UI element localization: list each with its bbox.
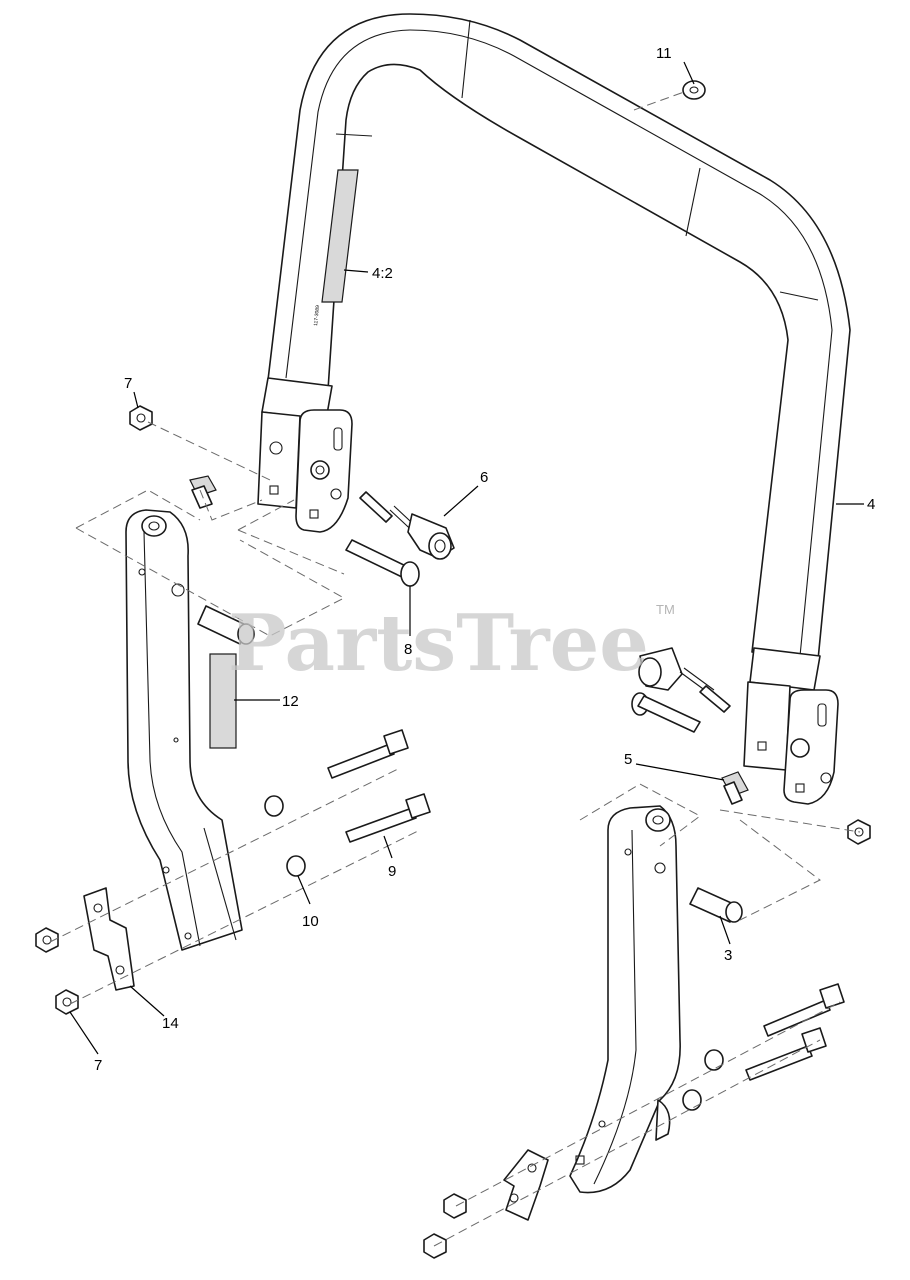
bolt-upper-right bbox=[763, 983, 845, 1037]
flange-nut-left-upper bbox=[35, 927, 59, 953]
knob-left bbox=[189, 475, 217, 509]
bushing-left bbox=[197, 605, 255, 645]
bracket-14-right bbox=[503, 1149, 549, 1221]
knob-5 bbox=[721, 771, 749, 805]
lock-pin-assembly-right bbox=[638, 647, 731, 713]
pivot-plate-right bbox=[783, 689, 839, 805]
callout-3: 3 bbox=[724, 947, 732, 964]
roll-bar-upright-right bbox=[569, 805, 681, 1194]
leader-lines bbox=[69, 61, 864, 1055]
washer-lower-right bbox=[682, 1089, 702, 1111]
washer-10 bbox=[286, 855, 306, 877]
decal-text: 117-3089 bbox=[313, 305, 321, 326]
bolt-lower-left bbox=[345, 793, 431, 843]
decal-4-2 bbox=[321, 169, 359, 303]
bolt-lower-right bbox=[745, 1027, 827, 1081]
callout-8: 8 bbox=[404, 641, 412, 658]
decal-12 bbox=[209, 653, 237, 749]
watermark-brand: PartsTree bbox=[228, 598, 649, 689]
callout-9: 9 bbox=[388, 863, 396, 880]
callout-4-2: 4:2 bbox=[372, 265, 393, 282]
assembly-dash-lines bbox=[49, 91, 861, 1247]
washer-upper-right bbox=[704, 1049, 724, 1071]
clevis-pin-left bbox=[345, 539, 420, 587]
clevis-pin-right bbox=[631, 692, 701, 733]
washer-upper-left bbox=[264, 795, 284, 817]
watermark-trademark: TM bbox=[656, 602, 675, 617]
lock-pin-assembly-left bbox=[359, 491, 455, 560]
callout-7-bottom: 7 bbox=[94, 1057, 102, 1074]
callout-4: 4 bbox=[867, 496, 875, 513]
bushing-right bbox=[689, 887, 743, 923]
callout-5: 5 bbox=[624, 751, 632, 768]
callout-labels: 11 4:2 7 6 4 8 12 5 9 10 3 14 7 bbox=[94, 45, 875, 1074]
callout-7-top: 7 bbox=[124, 375, 132, 392]
callout-14: 14 bbox=[162, 1015, 179, 1032]
callout-12: 12 bbox=[282, 693, 299, 710]
callout-10: 10 bbox=[302, 913, 319, 930]
callout-6: 6 bbox=[480, 469, 488, 486]
flange-nut-right-lower-1 bbox=[443, 1193, 467, 1219]
pivot-plate-left bbox=[295, 409, 353, 533]
callout-11: 11 bbox=[656, 45, 672, 62]
bolt-upper-left bbox=[327, 729, 409, 779]
roll-bar-upright-left bbox=[125, 509, 243, 951]
flange-nut-7-bottom bbox=[55, 989, 79, 1015]
washer-11 bbox=[682, 80, 706, 100]
bracket-14-left bbox=[83, 887, 135, 991]
flange-nut-7-top bbox=[129, 405, 153, 431]
